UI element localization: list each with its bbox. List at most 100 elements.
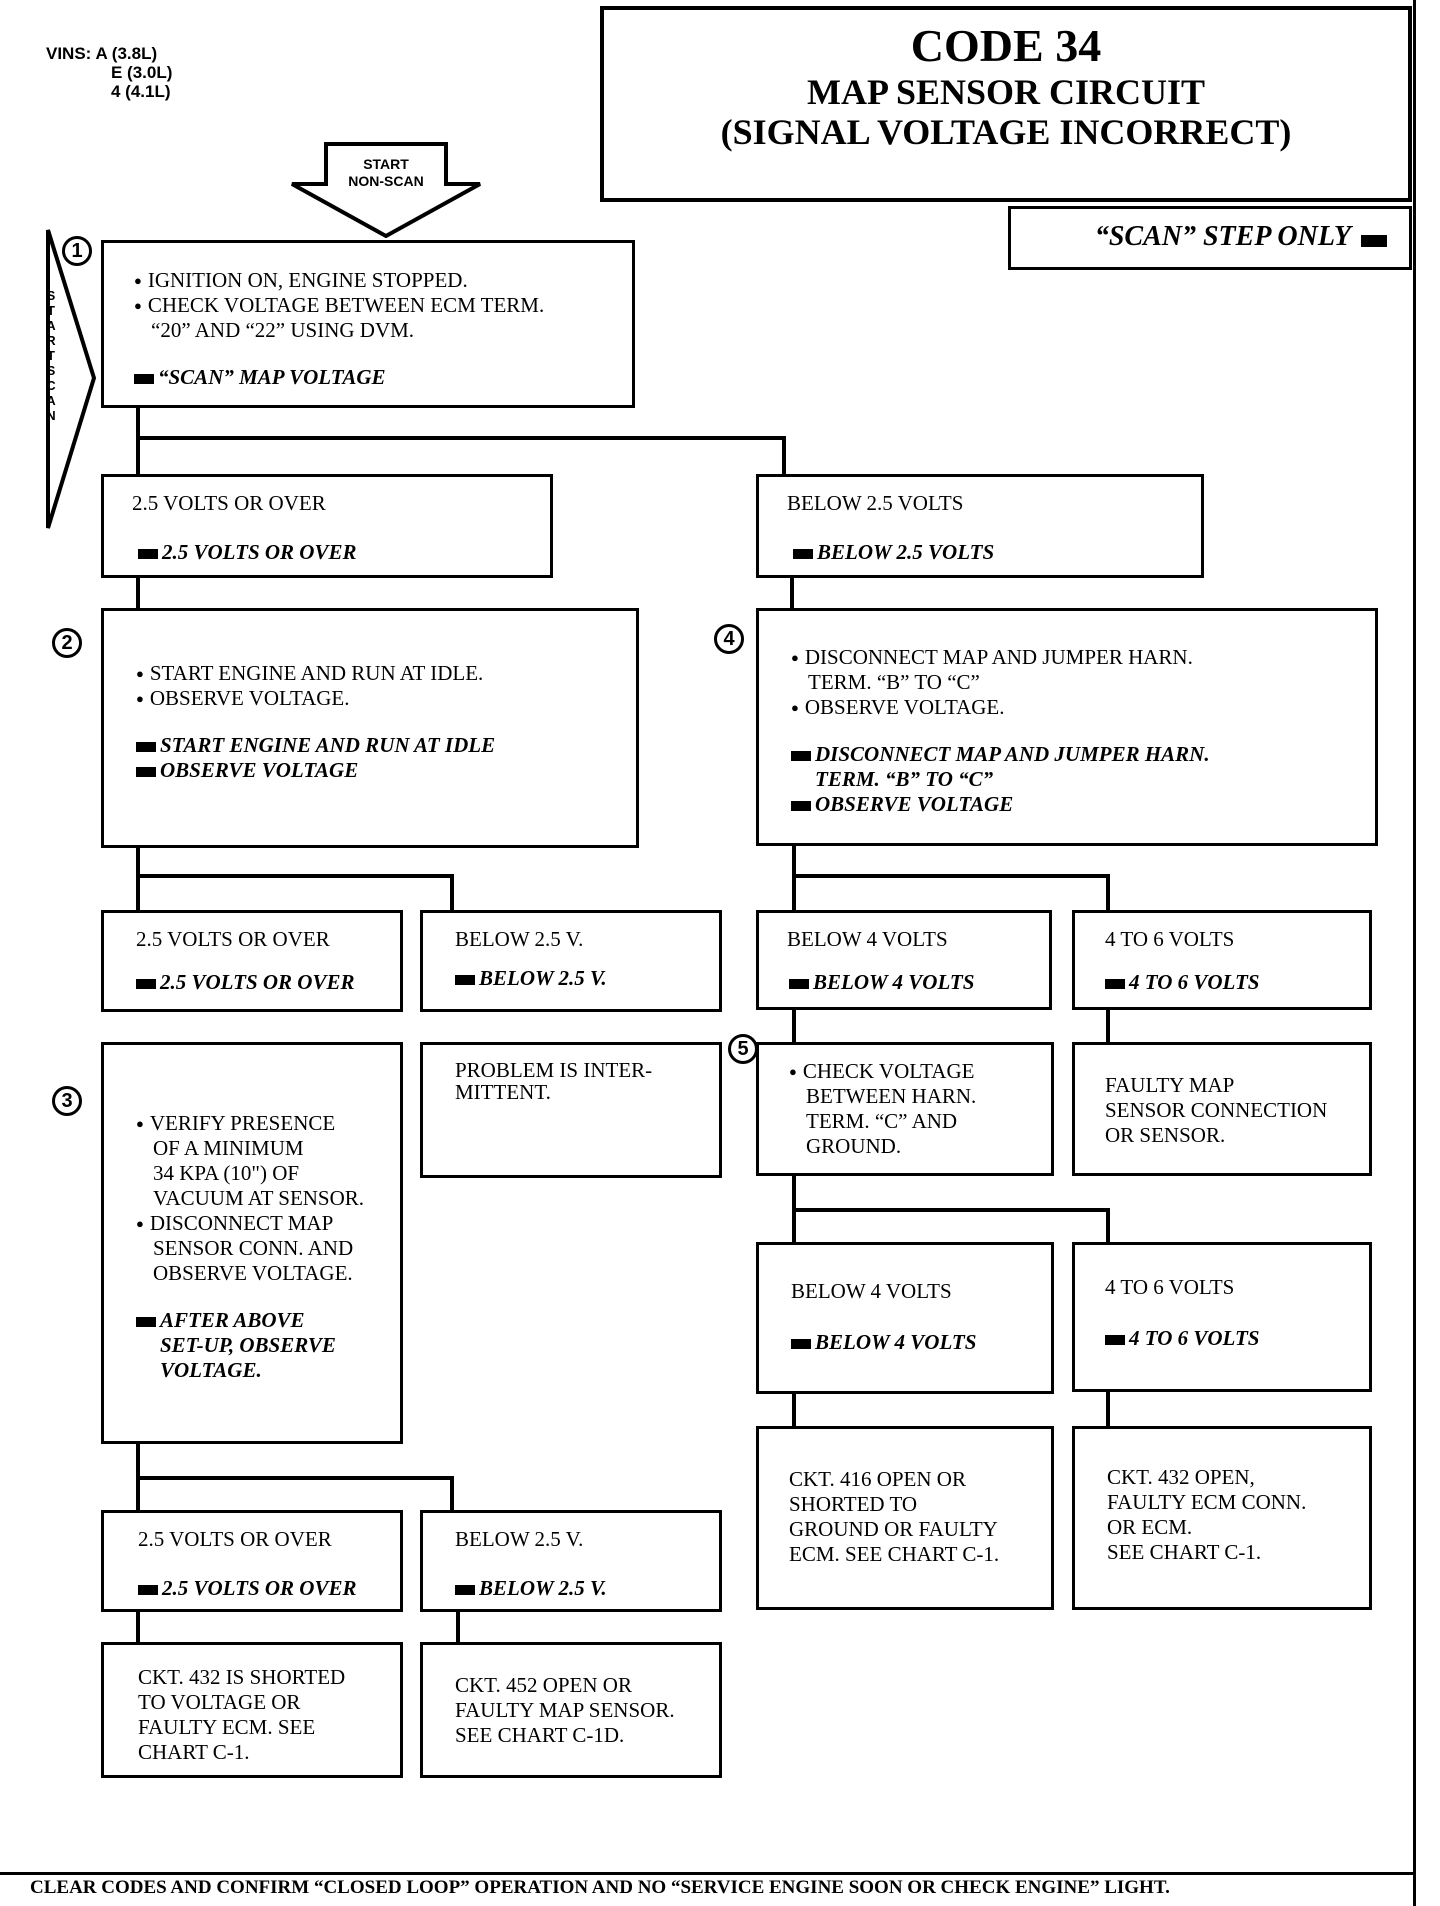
connector [792,1008,796,1044]
step-5-line: GROUND. [806,1134,902,1158]
step-2-box: START ENGINE AND RUN AT IDLE. OBSERVE VO… [101,608,639,848]
ckt432-short-line: TO VOLTAGE OR [138,1690,301,1714]
step-2-bullet-2: OBSERVE VOLTAGE. [136,686,636,711]
start-nonscan-arrow-icon [291,142,481,238]
connector [792,844,796,912]
scan-marker-icon [789,979,809,990]
scan-marker-icon [1105,979,1125,990]
connector [136,406,140,476]
connector [136,436,786,440]
step-5-bullet: CHECK VOLTAGE [789,1059,1051,1084]
ckt432-short-line: FAULTY ECM. SEE [138,1715,316,1739]
step-1-bullet-1: IGNITION ON, ENGINE STOPPED. [134,268,632,293]
step-3-bullet-1: VERIFY PRESENCE [136,1111,400,1136]
step-3-bullet-1-line: OF A MINIMUM [153,1136,304,1160]
ckt452-line: CKT. 452 OPEN OR [455,1673,632,1697]
intermittent-box: PROBLEM IS INTER- MITTENT. [420,1042,722,1178]
ckt432-open-line: OR ECM. [1107,1515,1193,1539]
faulty-map-box: FAULTY MAP SENSOR CONNECTION OR SENSOR. [1072,1042,1372,1176]
result-3b-box: BELOW 2.5 V. BELOW 2.5 V. [420,1510,722,1612]
connector [1106,1208,1110,1244]
scan-marker-icon [138,549,158,560]
connector [450,1476,454,1512]
result-2a-text: 2.5 VOLTS OR OVER [136,927,330,951]
connector [456,1610,460,1644]
result-5b-scan: 4 TO 6 VOLTS [1129,1326,1260,1350]
ckt452-box: CKT. 452 OPEN OR FAULTY MAP SENSOR. SEE … [420,1642,722,1778]
step-3-bullet-2-line: SENSOR CONN. AND [153,1236,354,1260]
step-2-number: 2 [52,628,82,658]
step-4-box: DISCONNECT MAP AND JUMPER HARN. TERM. “B… [756,608,1378,846]
step-5-box: CHECK VOLTAGE BETWEEN HARN. TERM. “C” AN… [756,1042,1054,1176]
scan-marker-icon [138,1585,158,1596]
step-1-scan: “SCAN” MAP VOLTAGE [158,365,386,389]
step-4-number: 4 [714,624,744,654]
step-3-bullet-1-line: VACUUM AT SENSOR. [153,1186,365,1210]
result-3b-text: BELOW 2.5 V. [455,1527,584,1551]
ckt416-line: SHORTED TO [789,1492,918,1516]
step-3-scan-line: AFTER ABOVE [160,1308,305,1332]
connector [136,1476,454,1480]
step-4-bullet-1: DISCONNECT MAP AND JUMPER HARN. [791,645,1375,670]
title-box: CODE 34 MAP SENSOR CIRCUIT (SIGNAL VOLTA… [600,6,1412,202]
result-1b-scan: BELOW 2.5 VOLTS [817,540,995,564]
connector [136,1610,140,1644]
result-2b-scan: BELOW 2.5 V. [479,966,607,990]
scan-marker-icon [136,1317,156,1328]
step-5-line: TERM. “C” AND [806,1109,958,1133]
step-3-box: VERIFY PRESENCE OF A MINIMUM 34 kPa (10"… [101,1042,403,1444]
ckt432-short-box: CKT. 432 IS SHORTED TO VOLTAGE OR FAULTY… [101,1642,403,1778]
scan-marker-icon [1105,1335,1125,1346]
vin-4: 4 (4.1L) [111,82,171,101]
scan-marker-icon [791,1339,811,1350]
connector [792,1392,796,1430]
connector [136,846,140,912]
ckt432-open-line: FAULTY ECM CONN. [1107,1490,1307,1514]
ckt432-open-line: CKT. 432 OPEN, [1107,1465,1255,1489]
step-4-scan-1-cont: TERM. “B” TO “C” [815,767,994,791]
ckt432-short-line: CKT. 432 IS SHORTED [138,1665,346,1689]
scan-marker-icon [136,979,156,990]
result-2a-box: 2.5 VOLTS OR OVER 2.5 VOLTS OR OVER [101,910,403,1012]
result-3a-box: 2.5 VOLTS OR OVER 2.5 VOLTS OR OVER [101,1510,403,1612]
frame-bottom-line [0,1872,1416,1875]
step-3-scan-line: SET-UP, OBSERVE [160,1333,336,1357]
result-5b-text: 4 TO 6 VOLTS [1105,1275,1235,1299]
step-1-bullet-2: CHECK VOLTAGE BETWEEN ECM TERM. [134,293,632,318]
scan-marker-icon [455,975,475,986]
step-3-scan-line: VOLTAGE. [160,1358,262,1382]
vin-a: A (3.8L) [95,44,158,63]
scan-marker-icon [136,767,156,778]
scan-marker-icon [136,742,156,753]
result-5a-box: BELOW 4 VOLTS BELOW 4 VOLTS [756,1242,1054,1394]
step-2-bullet-1: START ENGINE AND RUN AT IDLE. [136,661,636,686]
intermittent-line-1: PROBLEM IS INTER- [455,1058,653,1082]
result-1b-box: BELOW 2.5 VOLTS BELOW 2.5 VOLTS [756,474,1204,578]
step-3-number: 3 [52,1086,82,1116]
step-3-bullet-2: DISCONNECT MAP [136,1211,400,1236]
step-2-scan-2: OBSERVE VOLTAGE [160,758,359,782]
result-2b-text: BELOW 2.5 V. [455,927,584,951]
result-5b-box: 4 TO 6 VOLTS 4 TO 6 VOLTS [1072,1242,1372,1392]
connector [790,576,794,610]
ckt452-line: FAULTY MAP SENSOR. [455,1698,675,1722]
connector [136,576,140,610]
scan-marker-icon [1361,235,1387,248]
vins-label: VINS: [46,44,92,63]
ckt416-line: GROUND OR FAULTY [789,1517,998,1541]
connector [450,874,454,912]
ckt416-box: CKT. 416 OPEN OR SHORTED TO GROUND OR FA… [756,1426,1054,1610]
faulty-map-line: OR SENSOR. [1105,1123,1226,1147]
frame-right-line [1413,0,1416,1906]
scan-marker-icon [793,549,813,560]
result-4a-text: BELOW 4 VOLTS [787,927,948,951]
result-3a-text: 2.5 VOLTS OR OVER [138,1527,332,1551]
connector [1106,874,1110,912]
ckt432-short-line: CHART C-1. [138,1740,250,1764]
vins-block: VINS: A (3.8L) E (3.0L) 4 (4.1L) [46,44,172,101]
result-4a-scan: BELOW 4 VOLTS [813,970,975,994]
result-2b-box: BELOW 2.5 V. BELOW 2.5 V. [420,910,722,1012]
connector [136,874,454,878]
ckt432-open-line: SEE CHART C-1. [1107,1540,1262,1564]
result-1a-scan: 2.5 VOLTS OR OVER [162,540,357,564]
